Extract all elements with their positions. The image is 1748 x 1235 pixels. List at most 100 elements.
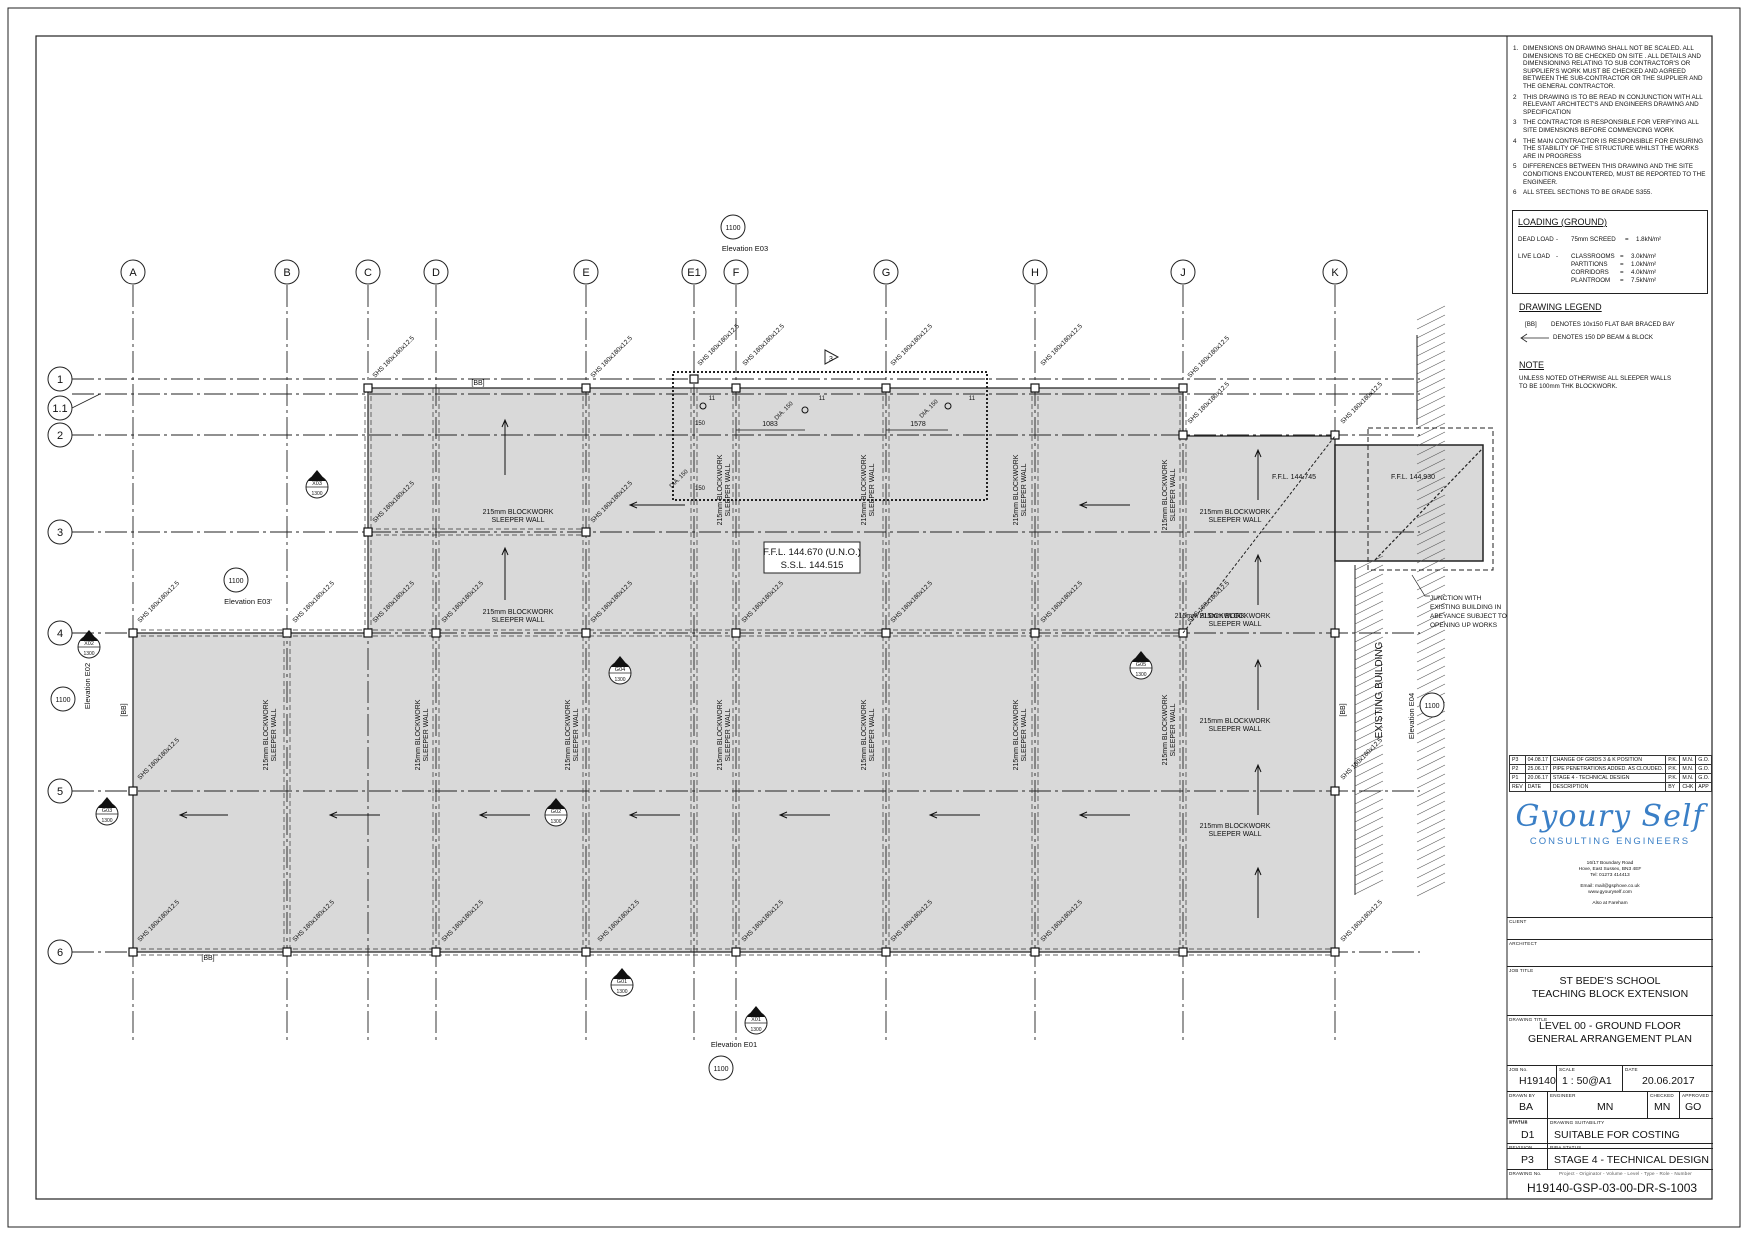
grid-label-5: 5 xyxy=(57,786,63,798)
sleeper-wall-label: SLEEPER WALL xyxy=(1208,726,1261,733)
address-line: 16/17 Boundary Road xyxy=(1586,861,1634,866)
live-load-item: PLANTROOM xyxy=(1571,277,1611,284)
steel-column xyxy=(1030,947,1040,957)
bb-tag: [BB] xyxy=(121,703,128,716)
existing-building-hatch xyxy=(1416,413,1446,429)
company-logo: Gyoury Self CONSULTING ENGINEERS 16/17 B… xyxy=(1507,799,1713,907)
ffl-label: F.F.L. 144.930 xyxy=(1391,474,1435,481)
dimension-label: 1578 xyxy=(910,421,926,428)
drawn-row: DRAWN BY BA ENGINEER MN CHECKED MN APPRO… xyxy=(1507,1091,1713,1118)
grid-label-4: 4 xyxy=(57,628,63,640)
status-label-2: STATUS xyxy=(1509,1120,1528,1125)
sleeper-wall-label: SLEEPER WALL xyxy=(423,708,430,761)
steel-column xyxy=(731,383,741,393)
live-eq: = xyxy=(1620,261,1624,268)
grid-bubble-6 xyxy=(47,939,73,965)
existing-building-hatch xyxy=(1416,584,1446,600)
existing-building-hatch xyxy=(1354,771,1384,787)
revision-triangle xyxy=(824,349,840,365)
revision-cell: G.O. xyxy=(1695,773,1713,783)
section-id: X03 xyxy=(312,481,322,487)
elevation-label: Elevation E03' xyxy=(224,597,272,606)
architect-cell: ARCHITECT xyxy=(1507,939,1713,962)
grid-label-F: F xyxy=(733,267,740,279)
existing-building-hatch xyxy=(1416,566,1446,582)
revision-cell: P1 xyxy=(1509,773,1526,783)
steel-column xyxy=(581,947,591,957)
note-text: THIS DRAWING IS TO BE READ IN CONJUNCTIO… xyxy=(1523,93,1703,116)
existing-building-hatch xyxy=(1354,798,1384,814)
span-arrow xyxy=(501,418,509,428)
existing-building-hatch xyxy=(1416,737,1446,753)
riba-label: RIBA STATUS xyxy=(1550,1145,1582,1150)
grid-leader xyxy=(71,393,101,409)
sleeper-wall-label: SLEEPER WALL xyxy=(491,617,544,624)
grid-label-E1: E1 xyxy=(687,267,700,279)
existing-building-hatch xyxy=(1354,663,1384,679)
existing-building-hatch xyxy=(1354,708,1384,724)
span-arrow xyxy=(928,811,938,819)
grid-label-D: D xyxy=(432,267,440,279)
existing-building-hatch xyxy=(1354,645,1384,661)
existing-building-hatch xyxy=(1416,593,1446,609)
existing-building-hatch xyxy=(1416,548,1446,564)
revision-cell: STAGE 4 - TECHNICAL DESIGN xyxy=(1549,773,1667,783)
approved-label: APPROVED xyxy=(1682,1093,1710,1098)
span-arrow xyxy=(1254,763,1262,773)
sleeper-wall-label: 215mm BLOCKWORK xyxy=(1162,459,1169,530)
note-number: 4 xyxy=(1513,137,1517,145)
steel-column xyxy=(128,947,138,957)
shs-column-label: SHS 180x180x12.5 xyxy=(371,335,416,380)
shs-column-label: SHS 180x180x12.5 xyxy=(136,580,181,625)
sleeper-wall-label: 215mm BLOCKWORK xyxy=(717,699,724,770)
loading-title: LOADING (GROUND) xyxy=(1518,217,1608,227)
ffl-label: F.F.L. 144.670 (U.N.O.) xyxy=(763,547,861,558)
section-id: X02 xyxy=(84,641,94,647)
span-arrow xyxy=(178,811,188,819)
shs-column-label: SHS 180x180x12.5 xyxy=(589,335,634,380)
existing-building-hatch xyxy=(1416,575,1446,591)
existing-building-hatch xyxy=(1416,305,1446,321)
existing-building-hatch xyxy=(1354,726,1384,742)
plant-outline xyxy=(1367,427,1494,571)
steel-column xyxy=(1178,430,1188,440)
steel-column xyxy=(1030,628,1040,638)
drawing-no-fields: Project - Originator - Volume - Level - … xyxy=(1559,1171,1692,1176)
elevation-number: 1100 xyxy=(713,1066,728,1073)
grid-bubble-F xyxy=(723,259,749,285)
grid-bubble-E xyxy=(573,259,599,285)
revision-cell: M.N. xyxy=(1679,764,1697,774)
junction-note: JUNCTION WITH xyxy=(1430,595,1482,602)
job-title-cell: JOB TITLE ST BEDE'S SCHOOL TEACHING BLOC… xyxy=(1507,966,1713,1051)
existing-building-hatch xyxy=(1416,521,1446,537)
existing-building-hatch xyxy=(1416,674,1446,690)
sleeper-wall-label: 215mm BLOCKWORK xyxy=(565,699,572,770)
existing-building-hatch xyxy=(1354,618,1384,634)
revision-cell: P.K. xyxy=(1665,755,1681,765)
shs-column-label: SHS 180x180x12.5 xyxy=(741,323,786,368)
live-load-row: CLASSROOMS=3.0kN/m² xyxy=(1571,253,1701,261)
sleeper-wall-label: 215mm BLOCKWORK xyxy=(1200,613,1271,620)
existing-building-hatch xyxy=(1416,341,1446,357)
shs-column-label: SHS 180x180x12.5 xyxy=(1339,381,1384,426)
sleeper-wall-label: 215mm BLOCKWORK xyxy=(861,699,868,770)
drawing-frame xyxy=(35,35,1713,1200)
existing-building-hatch xyxy=(1416,755,1446,771)
live-load-value: 4.0kN/m² xyxy=(1631,269,1657,276)
existing-building-hatch xyxy=(1416,683,1446,699)
grid-bubble-K xyxy=(1322,259,1348,285)
suitability: SUITABLE FOR COSTING xyxy=(1554,1129,1680,1141)
drawing-no-row: DRAWING No. Project - Originator - Volum… xyxy=(1507,1169,1713,1199)
revision-cell: DESCRIPTION xyxy=(1549,782,1667,792)
revision-row: REVISION P3 RIBA STATUS STAGE 4 - TECHNI… xyxy=(1507,1143,1713,1170)
grid-label-A: A xyxy=(129,267,137,279)
grid-bubble-B xyxy=(274,259,300,285)
existing-building-hatch xyxy=(1354,573,1384,589)
steel-column xyxy=(363,527,373,537)
grid-label-K: K xyxy=(1331,267,1339,279)
grid-bubble-D xyxy=(423,259,449,285)
span-arrow xyxy=(1254,866,1262,876)
